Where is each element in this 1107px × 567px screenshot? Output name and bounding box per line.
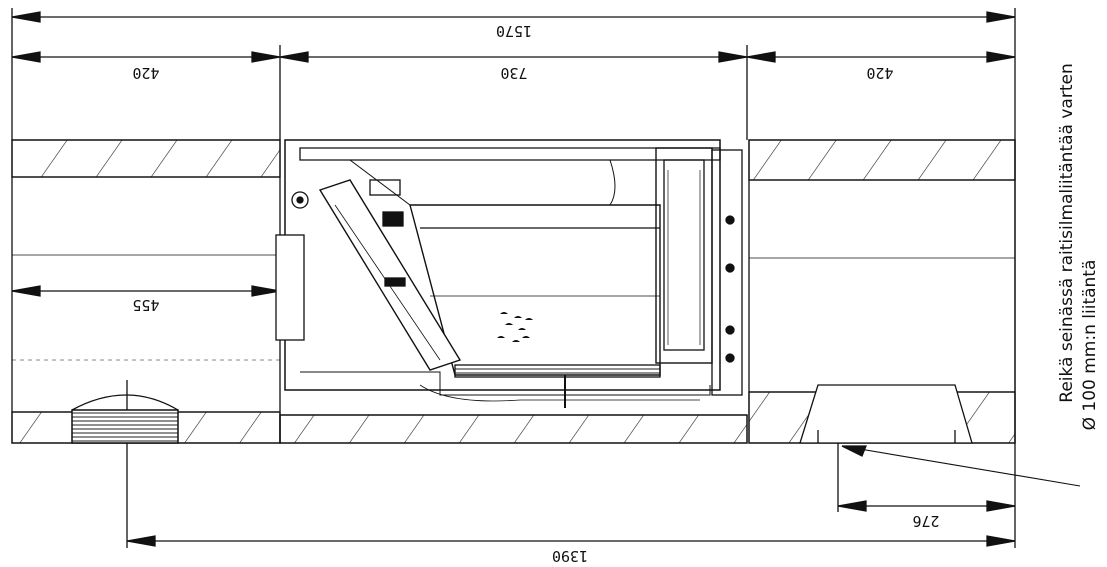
dim-right-wall: 420 <box>866 64 893 82</box>
left-wall-section <box>11 139 281 444</box>
dim-left-wall: 420 <box>132 64 159 82</box>
dimension-lines <box>11 8 1081 548</box>
right-wall-section <box>748 139 1016 444</box>
note-line-2: Ø 100 mm:n liitäntä <box>1080 260 1100 431</box>
note-line-1: Reikä seinässä raitisilmaliitäntää varte… <box>1057 63 1077 402</box>
dim-height: 455 <box>132 296 159 314</box>
side-note: Reikä seinässä raitisilmaliitäntää varte… <box>1057 63 1100 430</box>
dim-center-unit: 730 <box>500 64 527 82</box>
dim-hole-offset: 276 <box>912 512 939 530</box>
dim-overall-width: 1570 <box>496 22 532 40</box>
dim-hole-span: 1390 <box>552 547 588 565</box>
center-unit <box>275 139 748 444</box>
dimension-labels: 1570 420 730 420 455 276 1390 <box>132 22 939 565</box>
